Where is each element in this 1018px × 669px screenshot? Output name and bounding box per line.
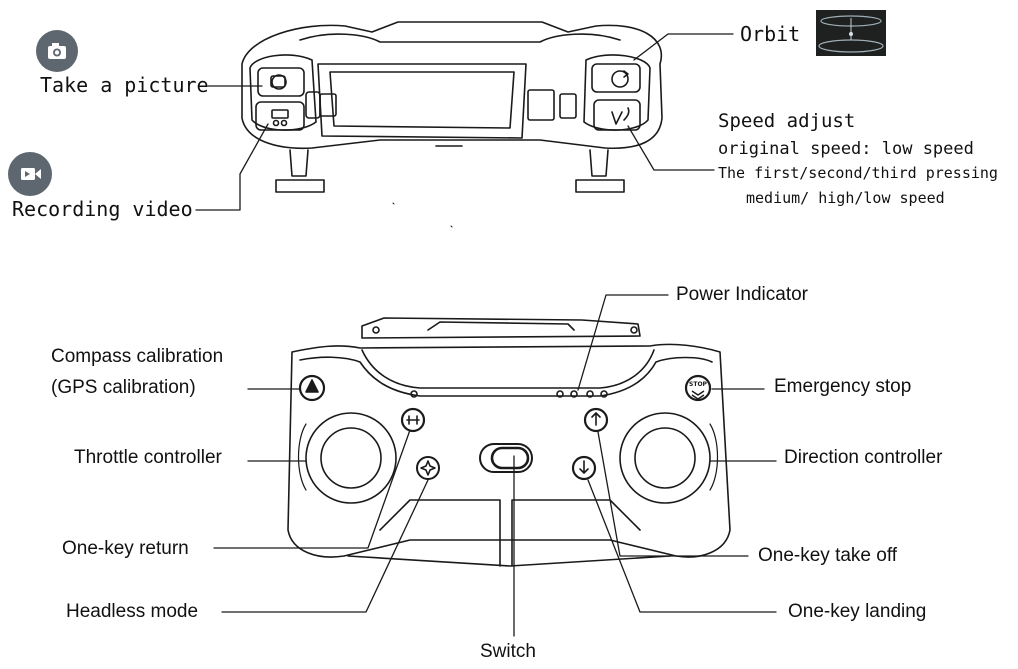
label-one-key-take-off: One-key take off: [758, 545, 898, 566]
label-headless-mode: Headless mode: [66, 601, 199, 622]
orbit-thumbnail: [816, 10, 886, 56]
label-one-key-return: One-key return: [62, 538, 189, 559]
label-power-indicator: Power Indicator: [676, 284, 809, 305]
label-speed-levels: medium/ high/low speed: [746, 189, 945, 207]
label-gps-calibration: (GPS calibration): [51, 377, 196, 398]
label-speed-original: original speed: low speed: [718, 139, 974, 159]
label-switch: Switch: [480, 641, 536, 662]
label-recording-video: Recording video: [12, 197, 193, 221]
stop-button-text: STOP: [689, 381, 708, 388]
label-one-key-landing: One-key landing: [788, 601, 927, 622]
label-speed-adjust: Speed adjust: [718, 110, 856, 132]
video-camera-icon: [8, 152, 52, 196]
top-leader-lines: [195, 33, 734, 211]
label-throttle-controller: Throttle controller: [74, 447, 222, 468]
label-emergency-stop: Emergency stop: [774, 376, 912, 397]
controller-top-view: [287, 317, 731, 567]
label-direction-controller: Direction controller: [784, 447, 943, 468]
camera-icon: [36, 30, 78, 72]
controller-front-view: [241, 21, 663, 193]
label-take-picture: Take a picture: [40, 73, 209, 97]
label-orbit: Orbit: [740, 22, 801, 46]
label-compass-calibration: Compass calibration: [51, 346, 224, 367]
label-speed-pressing: The first/second/third pressing: [718, 164, 998, 182]
bottom-leader-lines: [213, 294, 777, 637]
